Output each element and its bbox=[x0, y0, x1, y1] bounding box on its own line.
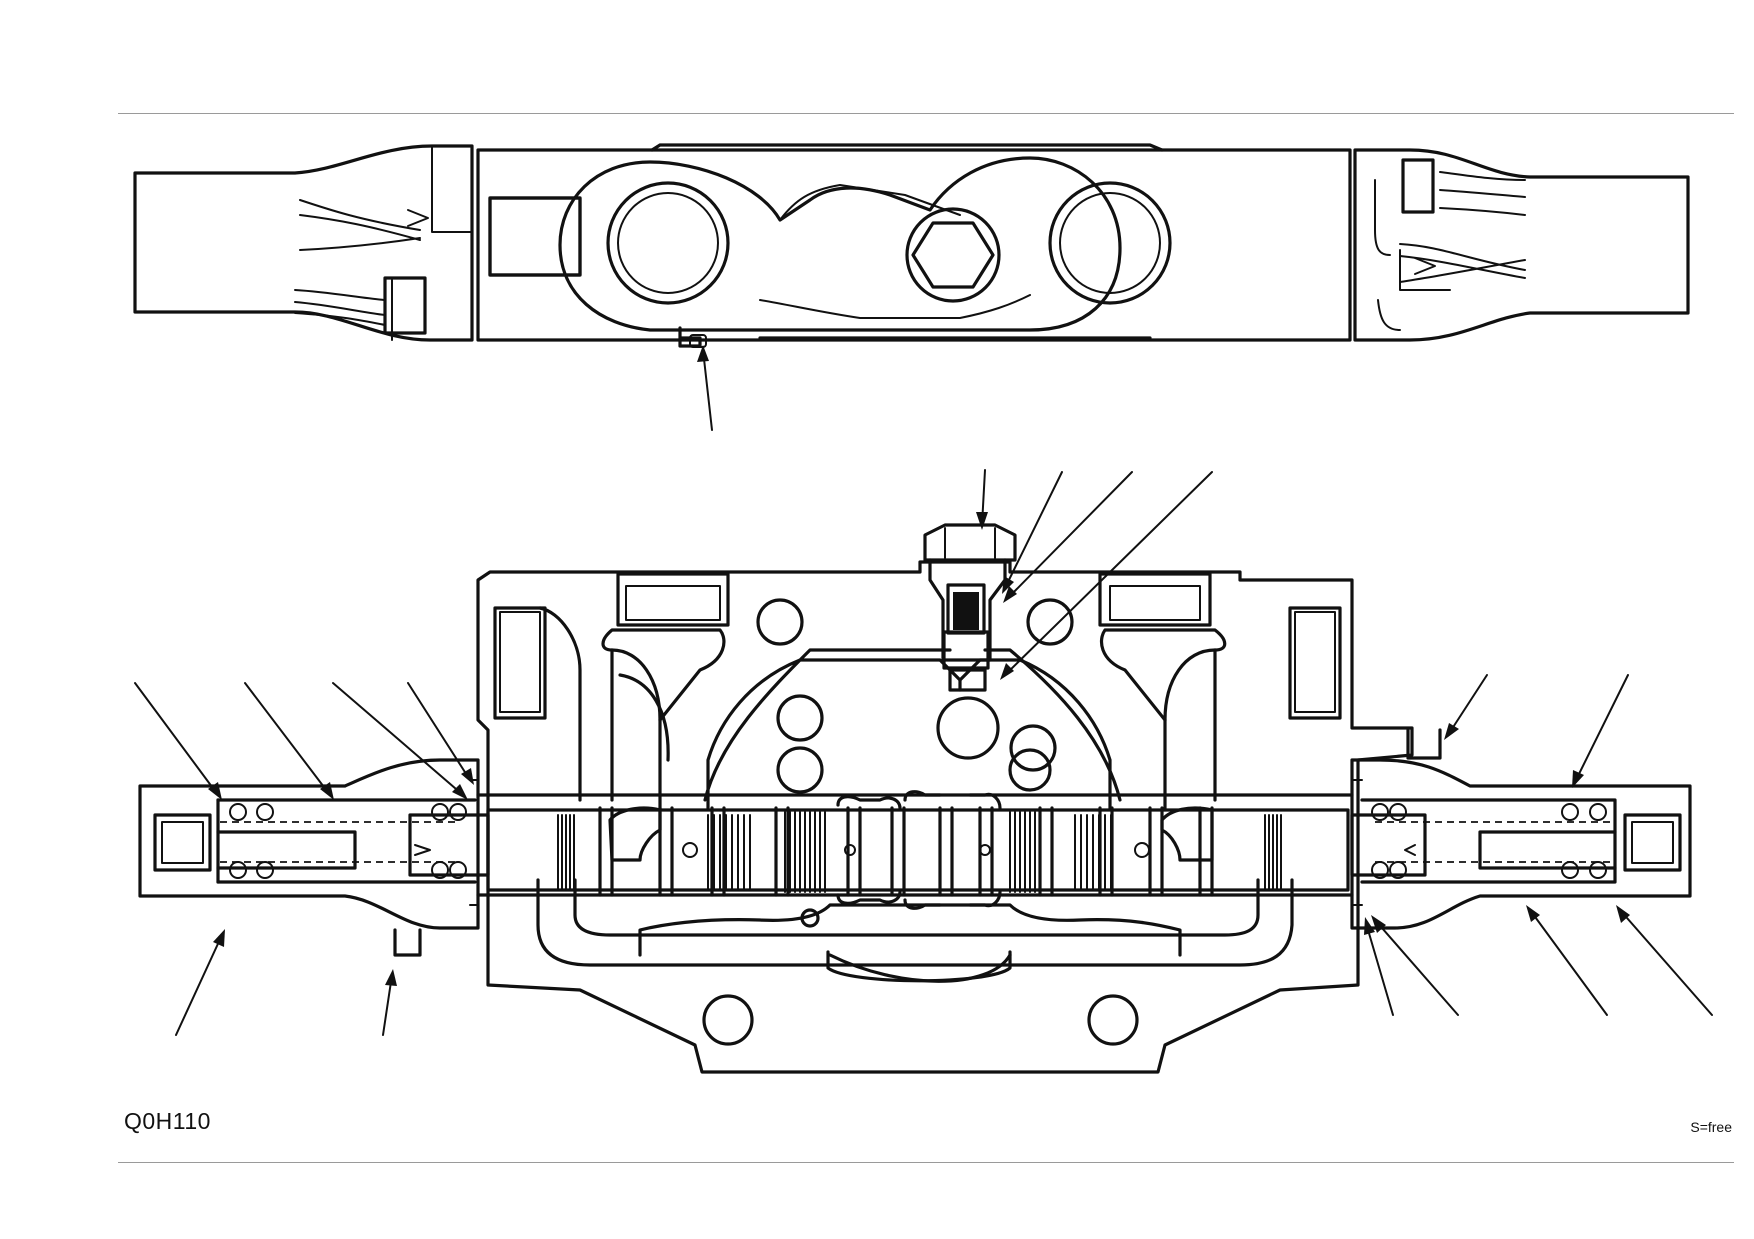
drawing-code: Q0H110 bbox=[124, 1108, 211, 1134]
left-spring-cap bbox=[138, 758, 480, 930]
top-leader bbox=[702, 349, 713, 431]
bottom-rule bbox=[118, 1162, 1734, 1163]
top-view bbox=[133, 143, 1690, 431]
right-spring-cap bbox=[1350, 758, 1692, 930]
metering-notches bbox=[557, 811, 1282, 893]
top-port-left bbox=[606, 181, 730, 305]
top-right-end-cap bbox=[1353, 148, 1690, 342]
top-main-body bbox=[476, 148, 1352, 342]
top-rule bbox=[118, 113, 1734, 114]
section-hex-plug bbox=[923, 523, 1017, 562]
section-main-body bbox=[476, 560, 1414, 1074]
section-view bbox=[138, 523, 1692, 1074]
scale-note: S=free bbox=[1690, 1119, 1732, 1135]
top-hex-plug bbox=[911, 221, 995, 289]
top-cover-plate bbox=[558, 156, 1122, 332]
spool bbox=[486, 808, 1350, 892]
leader-lines bbox=[134, 469, 1713, 1036]
top-left-end-cap bbox=[133, 144, 474, 342]
top-port-right bbox=[1048, 181, 1172, 305]
